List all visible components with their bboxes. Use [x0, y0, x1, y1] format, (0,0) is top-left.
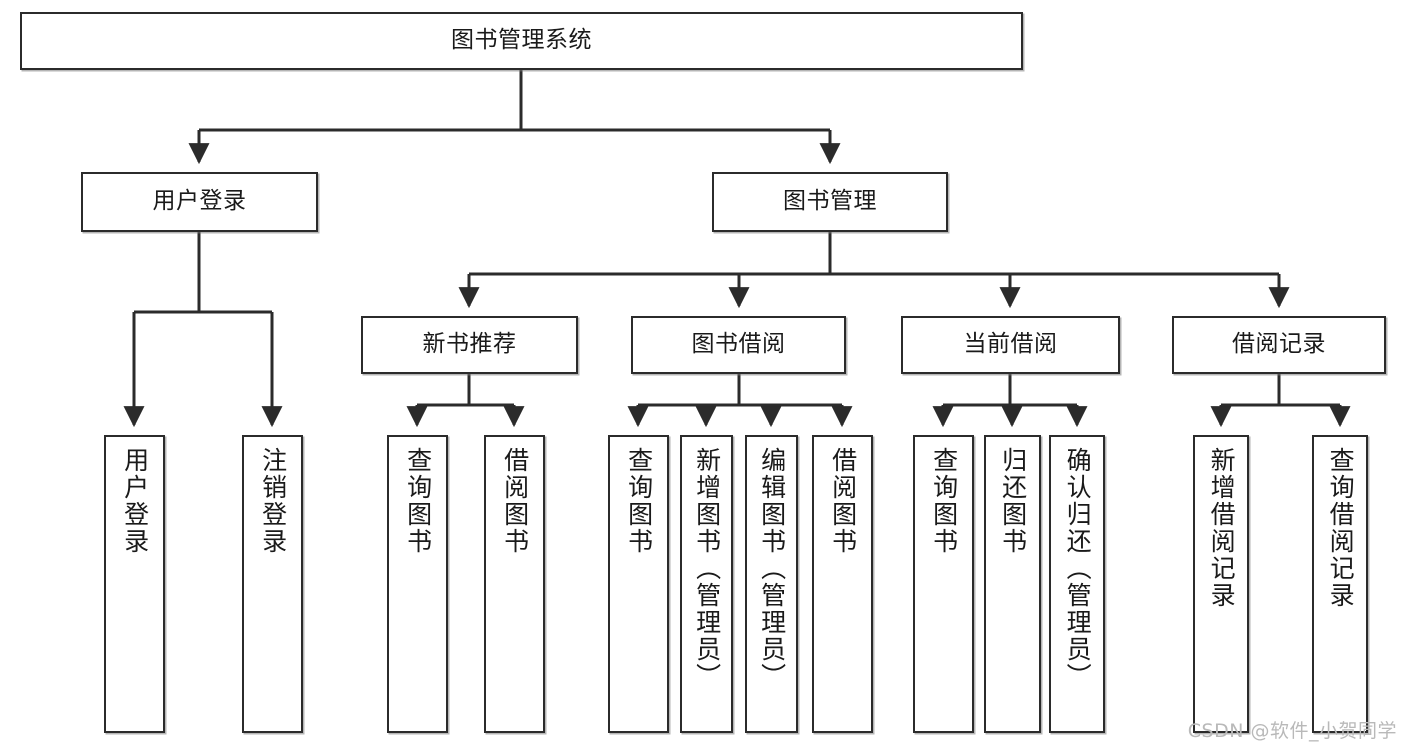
node-book-borrow-label: 图书借阅 — [691, 331, 786, 358]
watermark-text: CSDN @软件_小贺同学 — [1187, 720, 1397, 742]
node-leaf-borrow-book-1[interactable]: 借阅图书 — [484, 435, 545, 733]
node-leaf-add-book-admin-label: 新增图书（管理员） — [692, 447, 722, 690]
node-user-login[interactable]: 用户登录 — [81, 172, 318, 232]
node-borrow-records-label: 借阅记录 — [1232, 331, 1326, 358]
node-new-book-recommend[interactable]: 新书推荐 — [361, 316, 578, 374]
node-leaf-query-borrow-record[interactable]: 查询借阅记录 — [1312, 435, 1368, 733]
node-current-borrow[interactable]: 当前借阅 — [901, 316, 1120, 374]
node-new-book-recommend-label: 新书推荐 — [422, 331, 517, 358]
node-root[interactable]: 图书管理系统 — [20, 12, 1023, 70]
node-leaf-edit-book-admin[interactable]: 编辑图书（管理员） — [745, 435, 798, 733]
node-book-manage-label: 图书管理 — [783, 188, 877, 215]
node-leaf-query-book-1-label: 查询图书 — [403, 447, 433, 555]
node-leaf-query-book-1[interactable]: 查询图书 — [387, 435, 448, 733]
node-leaf-add-book-admin[interactable]: 新增图书（管理员） — [680, 435, 733, 733]
node-leaf-borrow-book-1-label: 借阅图书 — [500, 447, 530, 555]
node-leaf-borrow-book-2[interactable]: 借阅图书 — [812, 435, 873, 733]
node-current-borrow-label: 当前借阅 — [963, 331, 1058, 358]
node-leaf-user-login-label: 用户登录 — [120, 447, 150, 555]
node-leaf-query-book-3-label: 查询图书 — [929, 447, 959, 555]
node-leaf-add-borrow-record[interactable]: 新增借阅记录 — [1193, 435, 1249, 733]
node-leaf-logout-label: 注销登录 — [258, 447, 288, 555]
node-user-login-label: 用户登录 — [152, 188, 247, 215]
node-borrow-records[interactable]: 借阅记录 — [1172, 316, 1386, 374]
node-leaf-confirm-return-admin[interactable]: 确认归还（管理员） — [1049, 435, 1105, 733]
node-leaf-borrow-book-2-label: 借阅图书 — [828, 447, 858, 555]
node-root-label: 图书管理系统 — [451, 27, 592, 54]
node-leaf-query-book-2-label: 查询图书 — [624, 447, 654, 555]
node-leaf-query-borrow-record-label: 查询借阅记录 — [1326, 447, 1356, 609]
node-leaf-logout[interactable]: 注销登录 — [242, 435, 303, 733]
node-leaf-confirm-return-admin-label: 确认归还（管理员） — [1063, 447, 1093, 690]
node-leaf-return-book[interactable]: 归还图书 — [984, 435, 1041, 733]
node-leaf-query-book-2[interactable]: 查询图书 — [608, 435, 669, 733]
node-book-borrow[interactable]: 图书借阅 — [631, 316, 846, 374]
node-leaf-user-login[interactable]: 用户登录 — [104, 435, 165, 733]
node-book-manage[interactable]: 图书管理 — [712, 172, 948, 232]
node-leaf-edit-book-admin-label: 编辑图书（管理员） — [757, 447, 787, 690]
node-leaf-return-book-label: 归还图书 — [998, 447, 1028, 555]
node-leaf-add-borrow-record-label: 新增借阅记录 — [1207, 447, 1237, 609]
node-leaf-query-book-3[interactable]: 查询图书 — [913, 435, 974, 733]
